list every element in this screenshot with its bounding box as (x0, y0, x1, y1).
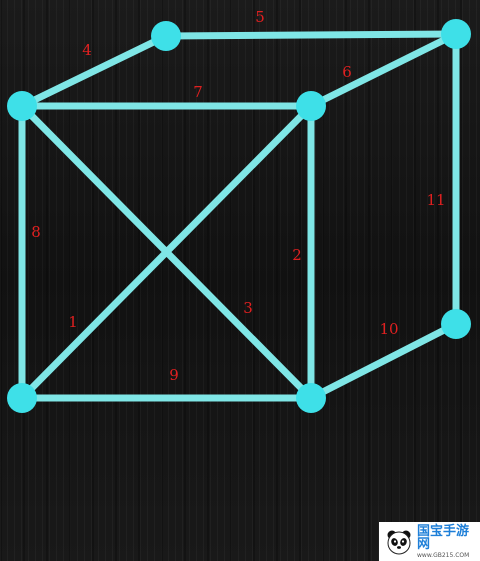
edge-label-7: 7 (193, 83, 203, 101)
edge-label-3: 3 (243, 299, 253, 317)
node-C[interactable] (441, 19, 471, 49)
node-A[interactable] (7, 91, 37, 121)
watermark-title: 国宝手游网 (417, 523, 470, 552)
edge-4[interactable] (18, 32, 170, 110)
edge-labels-layer: 1 2 3 4 5 6 7 8 9 10 11 (31, 8, 445, 384)
edge-label-4: 4 (82, 41, 92, 59)
panda-logo-icon (385, 528, 413, 556)
edge-label-2: 2 (292, 246, 302, 264)
node-F[interactable] (296, 383, 326, 413)
edge-label-9: 9 (169, 366, 179, 384)
node-E[interactable] (7, 383, 37, 413)
edge-3[interactable] (18, 102, 315, 402)
edge-label-8: 8 (31, 223, 41, 241)
edge-5[interactable] (162, 30, 460, 40)
site-watermark: 国宝手游网 www.GB215.COM (379, 522, 480, 561)
node-G[interactable] (441, 309, 471, 339)
node-D[interactable] (296, 91, 326, 121)
edge-label-11: 11 (426, 191, 445, 209)
edge-label-6: 6 (342, 63, 352, 81)
node-B[interactable] (151, 21, 181, 51)
edge-label-1: 1 (68, 313, 78, 331)
watermark-url: www.GB215.COM (417, 551, 470, 559)
edges-layer (18, 30, 460, 402)
edge-label-10: 10 (379, 320, 398, 338)
edge-label-5: 5 (255, 8, 265, 26)
nodes-layer (7, 19, 471, 413)
edge-10[interactable] (307, 320, 460, 402)
edge-6[interactable] (307, 30, 460, 110)
